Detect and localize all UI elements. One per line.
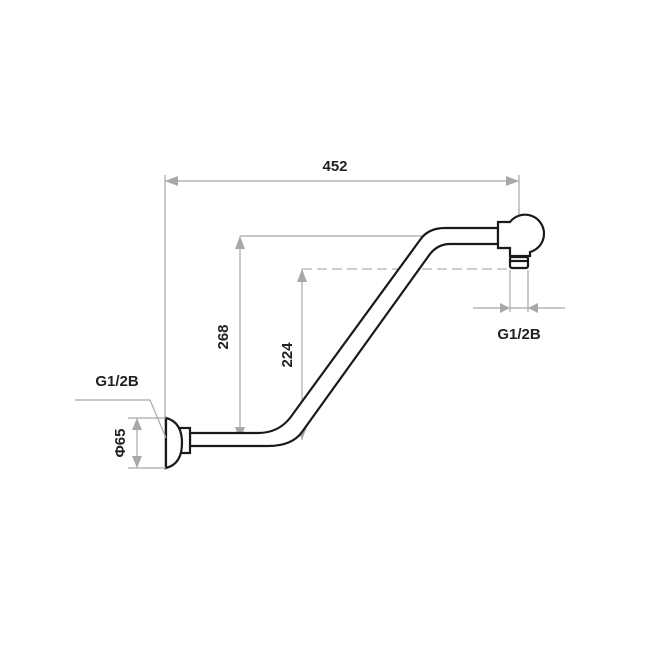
dimension-diameter: Φ65 bbox=[112, 417, 166, 469]
length-label: 452 bbox=[322, 158, 347, 175]
pipe-arm bbox=[188, 226, 500, 448]
outlet-thread-dimension: G1/2B bbox=[473, 270, 565, 343]
outer-rise-label: 268 bbox=[215, 324, 232, 349]
dimension-268: 268 bbox=[215, 235, 460, 440]
inner-rise-label: 224 bbox=[279, 342, 296, 368]
wall-flange bbox=[164, 416, 192, 470]
outlet-elbow bbox=[496, 213, 546, 270]
inlet-thread-label: G1/2B bbox=[95, 373, 139, 390]
inlet-thread-callout: G1/2B bbox=[75, 373, 167, 439]
outlet-thread-label: G1/2B bbox=[497, 326, 541, 343]
diameter-label: Φ65 bbox=[112, 429, 129, 458]
dimension-452: 452 bbox=[164, 158, 520, 470]
